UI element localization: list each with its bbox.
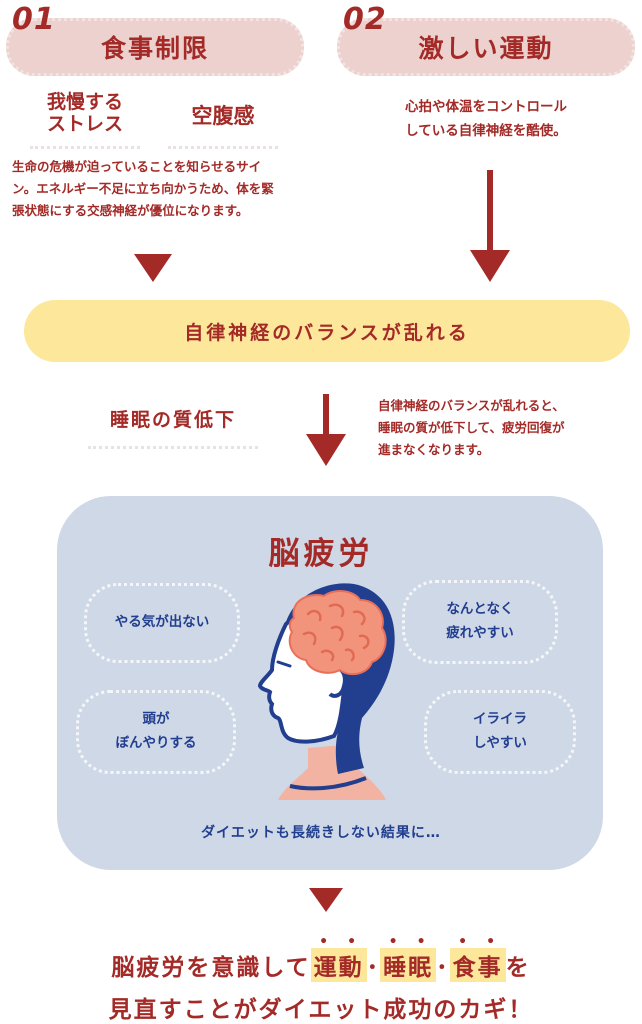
keyword-sleep: ••睡眠 <box>380 935 437 982</box>
middle-desc-line2: 睡眠の質が低下して、疲労回復が <box>378 419 565 435</box>
cause2-title: 激しい運動 <box>418 34 554 63</box>
cause1-title-pill: 食事制限 <box>6 18 304 76</box>
brain-head-illustration <box>257 583 395 800</box>
symptom-2-line1: なんとなく <box>446 601 514 618</box>
conclusion-post: を <box>505 955 531 981</box>
sleep-quality-label: 睡眠の質低下 <box>109 409 236 431</box>
cause1-sub1-line1: 我慢する <box>46 91 123 113</box>
cause1-description: 生命の危機が迫っていることを知らせるサイ ン。エネルギー不足に立ち向かうため、体… <box>12 156 308 222</box>
symptom-3-line2: ぼんやりする <box>115 735 197 751</box>
cause1-sub1-underline <box>30 146 140 149</box>
cause1-sub2: 空腹感 <box>191 104 255 128</box>
keyword-diet: ••食事 <box>449 935 506 982</box>
banner-text: 自律神経のバランスが乱れる <box>184 321 470 344</box>
cause1-desc-line1: 生命の危機が迫っていることを知らせるサイ <box>12 159 262 174</box>
conclusion-line2: 見直すことがダイエット成功のカギ！ <box>108 997 534 1023</box>
conclusion-pre: 脳疲労を意識して <box>111 955 311 981</box>
down-arrow-icon <box>134 254 172 282</box>
cause2-desc-line2: している自律神経を酷使。 <box>405 122 567 139</box>
panel-footer: ダイエットも長続きしない結果に… <box>201 825 441 841</box>
cause1-sub1-line2: ストレス <box>46 112 123 135</box>
middle-desc-line1: 自律神経のバランスが乱れると、 <box>378 398 565 413</box>
keyword-exercise: ••運動 <box>310 935 367 982</box>
symptom-2-line2: 疲れやすい <box>446 625 514 641</box>
cause2-number: 02 <box>343 2 387 37</box>
cause1-sub2-underline <box>168 146 278 149</box>
symptom-1-line1: やる気が出ない <box>114 614 210 631</box>
cause2-description: 心拍や体温をコントロール している自律神経を酷使。 <box>337 96 635 143</box>
symptom-4-line1: イライラ <box>473 711 527 728</box>
symptom-bubble: 頭が ぼんやりする <box>76 690 236 774</box>
symptom-bubble: イライラ しやすい <box>424 690 576 774</box>
middle-description: 自律神経のバランスが乱れると、 睡眠の質が低下して、疲労回復が 進まなくなります… <box>378 395 640 461</box>
down-arrow-icon <box>470 170 510 282</box>
conclusion-line1: 脳疲労を意識して••運動･••睡眠･••食事を <box>0 935 642 982</box>
cause1-desc-line3: 張状態にする交感神経が優位になります。 <box>12 202 249 218</box>
cause1-title: 食事制限 <box>100 34 209 63</box>
separator-1: ･ <box>366 955 381 981</box>
separator-2: ･ <box>436 955 450 981</box>
symptom-bubble: なんとなく 疲れやすい <box>402 580 558 664</box>
cause1-number: 01 <box>12 2 56 37</box>
down-arrow-icon <box>309 888 343 912</box>
down-arrow-icon <box>306 394 346 466</box>
sleep-quality-underline <box>88 446 258 449</box>
cause2-desc-line1: 心拍や体温をコントロール <box>405 99 567 115</box>
symptom-bubble: やる気が出ない <box>84 583 240 663</box>
autonomic-imbalance-banner: 自律神経のバランスが乱れる <box>24 300 630 362</box>
cause2-title-pill: 激しい運動 <box>337 18 635 76</box>
panel-title: 脳疲労 <box>268 536 374 572</box>
middle-desc-line3: 進まなくなります。 <box>378 441 490 457</box>
symptom-4-line2: しやすい <box>473 735 527 751</box>
cause1-sub1: 我慢する ストレス <box>30 91 140 136</box>
symptom-3-line1: 頭が <box>142 711 170 728</box>
cause1-desc-line2: ン。エネルギー不足に立ち向かうため、体を緊 <box>12 180 274 196</box>
